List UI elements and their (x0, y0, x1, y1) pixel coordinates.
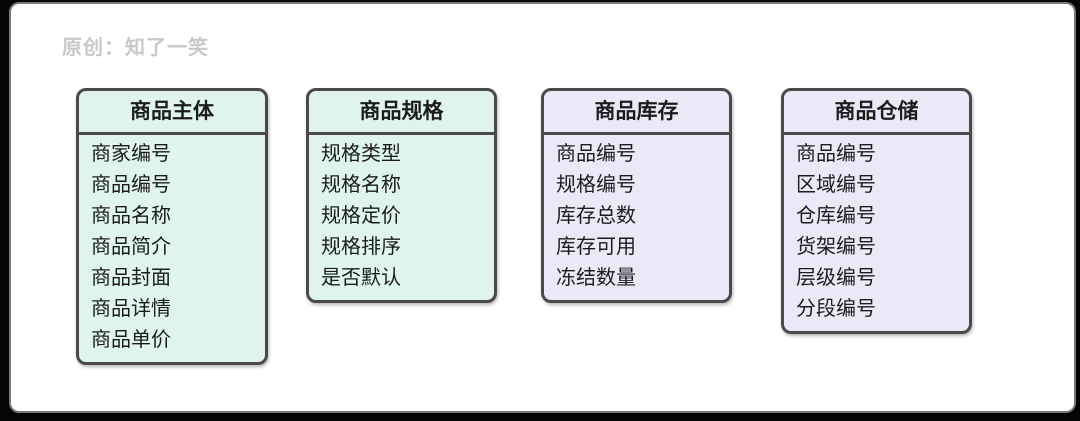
entity-field: 商家编号 (91, 143, 171, 165)
entity-field: 商品详情 (91, 298, 171, 320)
entity-field: 规格编号 (556, 174, 636, 196)
entity-field: 商品编号 (556, 143, 636, 165)
entity-field: 是否默认 (321, 267, 401, 289)
entity-table-title: 商品规格 (309, 91, 494, 135)
entity-table-fields: 商品编号区域编号仓库编号货架编号层级编号分段编号 (784, 135, 969, 331)
entity-field: 冻结数量 (556, 267, 636, 289)
entity-field: 规格排序 (321, 236, 401, 258)
watermark-text: 原创：知了一笑 (62, 37, 209, 59)
entity-table-fields: 商家编号商品编号商品名称商品简介商品封面商品详情商品单价 (79, 135, 265, 362)
entity-field: 商品封面 (91, 267, 171, 289)
entity-field: 商品简介 (91, 236, 171, 258)
entity-table-title: 商品仓储 (784, 91, 969, 135)
entity-table-product-main: 商品主体 商家编号商品编号商品名称商品简介商品封面商品详情商品单价 (76, 88, 268, 365)
entity-field: 层级编号 (796, 267, 876, 289)
entity-table-product-warehouse: 商品仓储 商品编号区域编号仓库编号货架编号层级编号分段编号 (781, 88, 972, 334)
entity-field: 规格名称 (321, 174, 401, 196)
entity-table-fields: 商品编号规格编号库存总数库存可用冻结数量 (544, 135, 729, 300)
entity-field: 商品编号 (91, 174, 171, 196)
entity-field: 货架编号 (796, 236, 876, 258)
entity-table-fields: 规格类型规格名称规格定价规格排序是否默认 (309, 135, 494, 300)
entity-field: 商品单价 (91, 329, 171, 351)
entity-field: 区域编号 (796, 174, 876, 196)
entity-field: 商品编号 (796, 143, 876, 165)
entity-field: 规格类型 (321, 143, 401, 165)
entity-field: 商品名称 (91, 205, 171, 227)
entity-field: 库存可用 (556, 236, 636, 258)
entity-table-product-stock: 商品库存 商品编号规格编号库存总数库存可用冻结数量 (541, 88, 732, 303)
entity-field: 分段编号 (796, 298, 876, 320)
entity-field: 仓库编号 (796, 205, 876, 227)
entity-table-title: 商品主体 (79, 91, 265, 135)
entity-field: 库存总数 (556, 205, 636, 227)
entity-table-title: 商品库存 (544, 91, 729, 135)
entity-field: 规格定价 (321, 205, 401, 227)
entity-table-product-spec: 商品规格 规格类型规格名称规格定价规格排序是否默认 (306, 88, 497, 303)
